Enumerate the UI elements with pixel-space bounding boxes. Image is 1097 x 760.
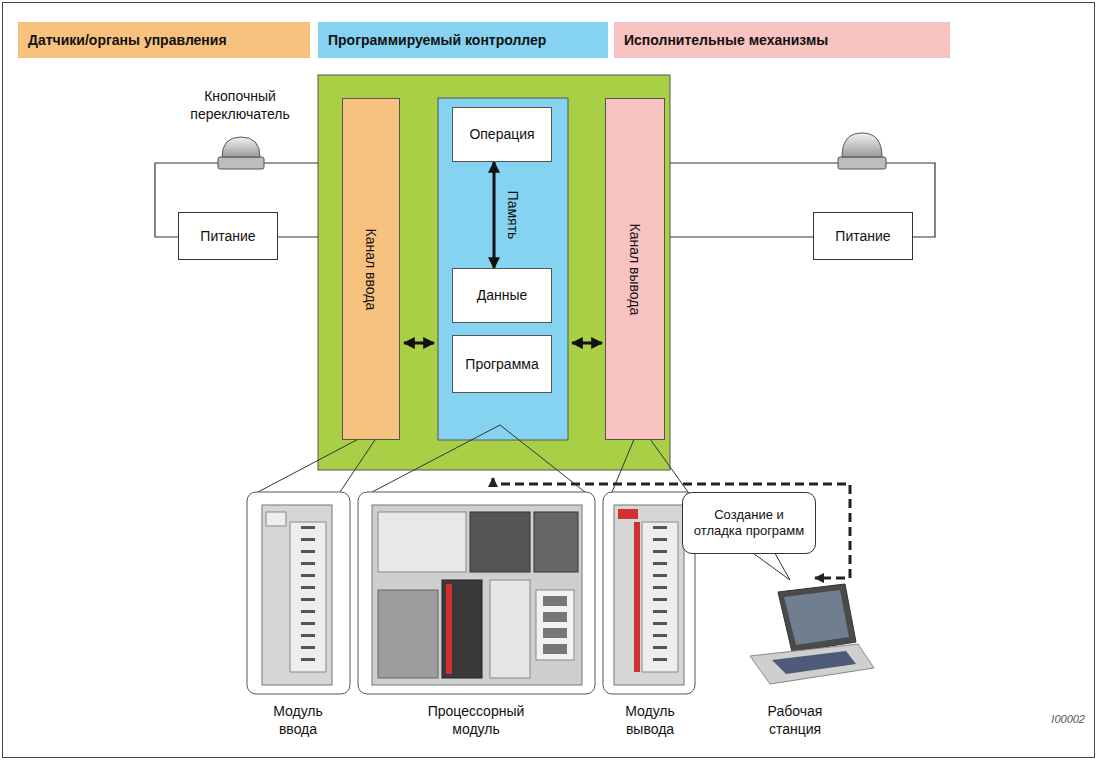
figure-id: I00002: [1025, 713, 1085, 727]
power-supply-box: Питание: [813, 212, 913, 260]
wire: [278, 236, 318, 237]
lamp-base: [838, 157, 886, 169]
output-channel: Канал вывода: [605, 98, 665, 440]
lamp-symbol: [842, 133, 882, 157]
header-text: Программируемый контроллер: [328, 32, 546, 49]
cpu-area: [438, 98, 568, 440]
function-box: Операция: [452, 107, 552, 162]
output-module: [614, 505, 684, 685]
connector-arrow: [493, 162, 496, 268]
module-label: Процессорный модуль: [416, 703, 536, 738]
speech-bubble: Создание и отладка программ: [682, 492, 816, 554]
category-header: Исполнительные механизмы: [614, 22, 950, 58]
box-text: Питание: [835, 228, 890, 245]
box-text: Канал ввода: [363, 228, 380, 310]
cpu-panel: [534, 512, 578, 572]
wire: [260, 162, 318, 163]
module-label: Рабочая станция: [750, 703, 840, 738]
input-module: [262, 505, 332, 685]
box-text: Данные: [477, 287, 528, 304]
terminals: [301, 526, 315, 668]
cpu-panel: [470, 512, 530, 572]
box-text: Создание и отладка программ: [689, 507, 809, 538]
header-text: Исполнительные механизмы: [624, 32, 828, 49]
led-panel: [266, 512, 286, 526]
page-frame: [3, 3, 1095, 758]
io-block: [536, 590, 574, 660]
laptop-display: [784, 590, 849, 645]
module-frame: [247, 492, 350, 694]
cpu-front: [378, 512, 466, 572]
power-supply-box: Питание: [178, 212, 278, 260]
cpu-slot: [378, 590, 438, 678]
programming-link: [493, 478, 850, 578]
leader-line: [372, 425, 585, 492]
category-header: Программируемый контроллер: [318, 22, 608, 58]
cpu-module: [372, 505, 582, 685]
module-label: Модуль ввода: [248, 703, 348, 738]
plc-frame: [318, 75, 670, 470]
laptop-keyboard: [772, 651, 856, 674]
function-box: Данные: [452, 268, 552, 323]
connector: [442, 580, 482, 678]
component-label: Кнопочный переключатель: [165, 88, 315, 123]
data-arrow: [572, 342, 602, 345]
button-base: [218, 157, 264, 169]
wire: [670, 162, 842, 163]
led-panel: [618, 509, 638, 519]
input-channel: Канал ввода: [342, 98, 400, 440]
module-label: Модуль вывода: [605, 703, 695, 738]
laptop-base: [750, 644, 874, 684]
box-text: Канал вывода: [627, 223, 644, 315]
terminals: [653, 526, 667, 668]
edge-label: Память: [503, 189, 521, 242]
cpu-panel: [490, 580, 530, 678]
data-arrow: [404, 342, 434, 345]
io-terminals: [543, 596, 567, 656]
header-text: Датчики/органы управления: [28, 32, 227, 49]
box-text: Программа: [465, 356, 538, 373]
push-button-symbol: [222, 137, 260, 157]
module-frame: [358, 492, 595, 694]
module-strip: [634, 522, 640, 672]
category-header: Датчики/органы управления: [18, 22, 310, 58]
wire: [670, 236, 813, 237]
connector-strip: [446, 584, 452, 674]
terminal-block: [290, 522, 326, 672]
function-box: Программа: [452, 335, 552, 393]
box-text: Операция: [469, 126, 534, 143]
laptop-screen: [778, 584, 856, 652]
box-text: Питание: [200, 228, 255, 245]
terminal-block: [642, 522, 678, 672]
